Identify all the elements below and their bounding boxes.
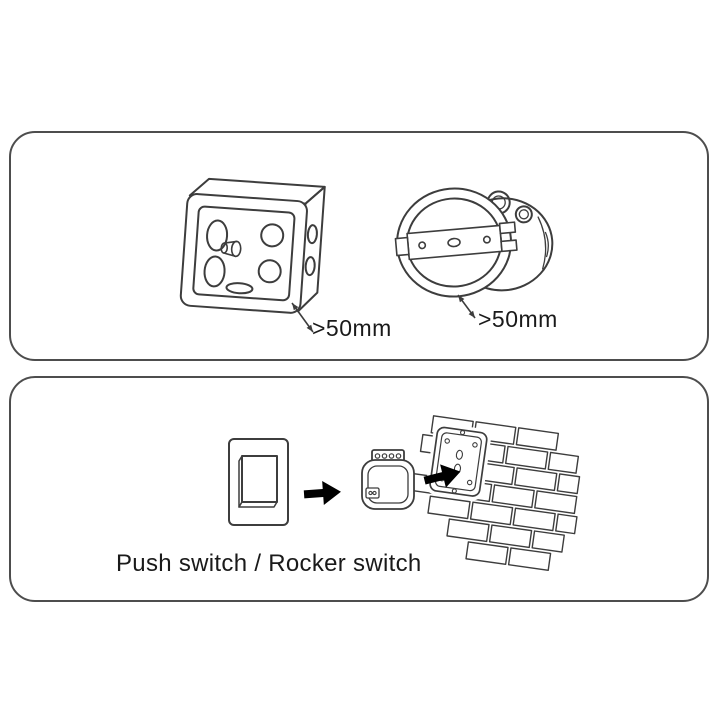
round-mounting-box-illustration <box>390 172 560 312</box>
installation-panel: Push switch / Rocker switch <box>9 376 709 602</box>
square-mounting-box-illustration <box>172 162 332 322</box>
square-box-dimension-arrow-icon <box>288 298 320 338</box>
switch-type-caption: Push switch / Rocker switch <box>116 550 422 577</box>
mounting-box-panel: >50mm <box>9 131 709 361</box>
round-box-dimension-arrow-icon <box>454 290 482 324</box>
switch-module-illustration <box>357 445 421 515</box>
wall-switch-illustration <box>226 435 292 530</box>
arrow-right-icon <box>303 478 343 508</box>
square-box-depth-label: >50mm <box>312 315 392 341</box>
arrow-right-icon <box>423 461 463 491</box>
round-box-depth-label: >50mm <box>478 306 558 332</box>
